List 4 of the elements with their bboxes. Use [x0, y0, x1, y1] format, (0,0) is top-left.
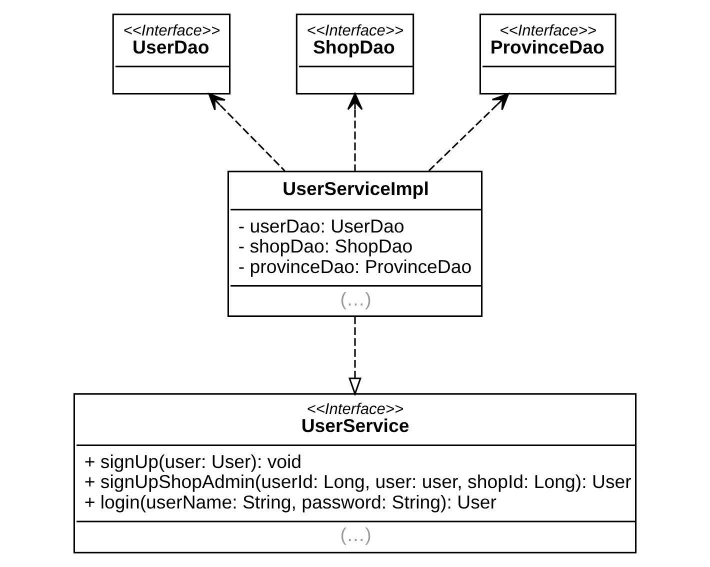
arrow: [208, 93, 286, 172]
arrow: [347, 93, 363, 171]
arrow: [348, 316, 362, 396]
arrow: [428, 93, 510, 172]
